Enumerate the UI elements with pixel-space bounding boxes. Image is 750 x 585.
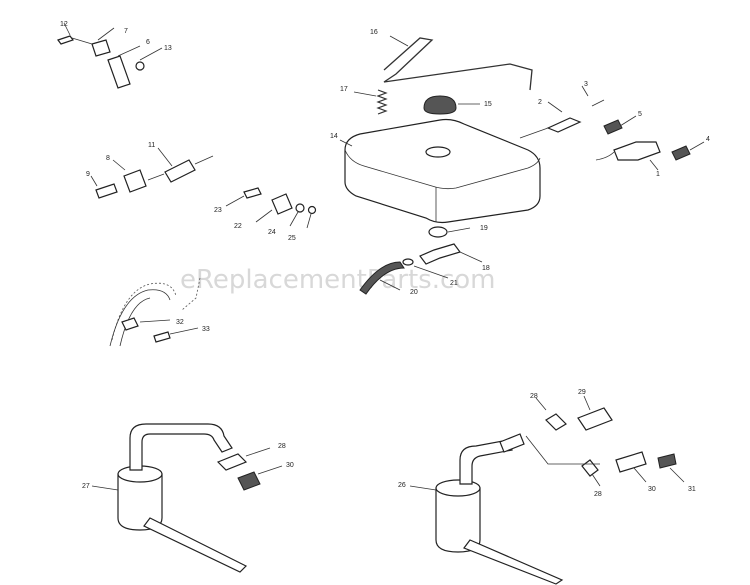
clip-28 — [216, 453, 248, 471]
tank-filler-neck — [425, 146, 451, 158]
callout-29: 29 — [578, 389, 586, 396]
spring-17 — [353, 89, 388, 115]
callout-8: 8 — [106, 155, 110, 162]
callout-30-right: 30 — [648, 486, 656, 493]
screw-33 — [153, 331, 171, 343]
spring-5 — [603, 119, 623, 135]
clamp-8 — [123, 169, 147, 193]
screw-23 — [243, 187, 262, 199]
fuel-line-20 — [359, 261, 405, 295]
callout-21: 21 — [450, 280, 458, 287]
clip-28-bottom — [581, 459, 599, 477]
callout-1: 1 — [656, 171, 660, 178]
sleeve-11 — [164, 159, 196, 183]
callout-4: 4 — [706, 136, 710, 143]
part-group-mount — [225, 187, 317, 229]
part-group-bracket — [57, 22, 163, 89]
callout-16: 16 — [370, 29, 378, 36]
muffler-26 — [435, 487, 481, 553]
callout-31: 31 — [688, 486, 696, 493]
plate-6 — [107, 55, 131, 89]
pipe-29 — [577, 407, 613, 431]
part-group-clamp — [90, 147, 214, 199]
deflector-30 — [237, 471, 261, 491]
callout-17: 17 — [340, 86, 348, 93]
pipe-30 — [615, 451, 647, 473]
nut-13 — [135, 61, 145, 71]
clip-28-top — [545, 413, 567, 431]
callout-3: 3 — [584, 81, 588, 88]
part-group-handle — [109, 277, 201, 347]
callout-27: 27 — [82, 483, 90, 490]
callout-7: 7 — [124, 28, 128, 35]
part-group-fittings — [359, 226, 483, 295]
callout-26: 26 — [398, 482, 406, 489]
callout-28-top-right: 28 — [530, 393, 538, 400]
callout-15: 15 — [484, 101, 492, 108]
clamp-21 — [402, 258, 414, 266]
callout-24: 24 — [268, 229, 276, 236]
fitting-18 — [419, 243, 461, 265]
callout-11: 11 — [148, 142, 155, 149]
muffler-assembly-right — [409, 395, 685, 585]
callout-32: 32 — [176, 319, 184, 326]
callout-12: 12 — [60, 21, 68, 28]
clip-7 — [91, 39, 111, 57]
screw-12 — [57, 35, 74, 45]
fuel-tank-14 — [339, 118, 541, 224]
callout-18: 18 — [482, 265, 490, 272]
callout-23: 23 — [214, 207, 222, 214]
part-group-throttle — [519, 85, 705, 171]
callout-22: 22 — [234, 223, 242, 230]
watermark-text: eReplacementParts.com — [180, 265, 496, 295]
callout-28-bottom-right: 28 — [594, 491, 602, 498]
muffler-27 — [117, 473, 163, 531]
callout-25: 25 — [288, 235, 296, 242]
callout-2: 2 — [538, 99, 542, 106]
bracket-22 — [271, 193, 293, 215]
nut-25 — [307, 205, 317, 215]
callout-labels: 1 2 3 4 5 6 7 8 9 11 12 13 14 15 16 17 1… — [60, 21, 710, 498]
muffler-assembly-left — [91, 423, 283, 573]
screw-9 — [95, 183, 118, 199]
callout-33: 33 — [202, 326, 210, 333]
screw-4 — [671, 145, 691, 161]
callout-14: 14 — [330, 133, 338, 140]
bushing-19 — [428, 226, 448, 238]
callout-28-left: 28 — [278, 443, 286, 450]
lever-2 — [546, 117, 582, 133]
control-1 — [613, 141, 661, 161]
callout-6: 6 — [146, 39, 150, 46]
tank-strap-16 — [383, 35, 533, 91]
washer-24 — [295, 203, 305, 213]
callout-13: 13 — [164, 45, 172, 52]
callout-9: 9 — [86, 171, 90, 178]
callout-20: 20 — [410, 289, 418, 296]
fitting-31 — [657, 453, 677, 469]
fuel-cap-15 — [423, 95, 480, 115]
bracket-32 — [121, 317, 139, 331]
callout-30-left: 30 — [286, 462, 294, 469]
callout-19: 19 — [480, 225, 488, 232]
callout-5: 5 — [638, 111, 642, 118]
